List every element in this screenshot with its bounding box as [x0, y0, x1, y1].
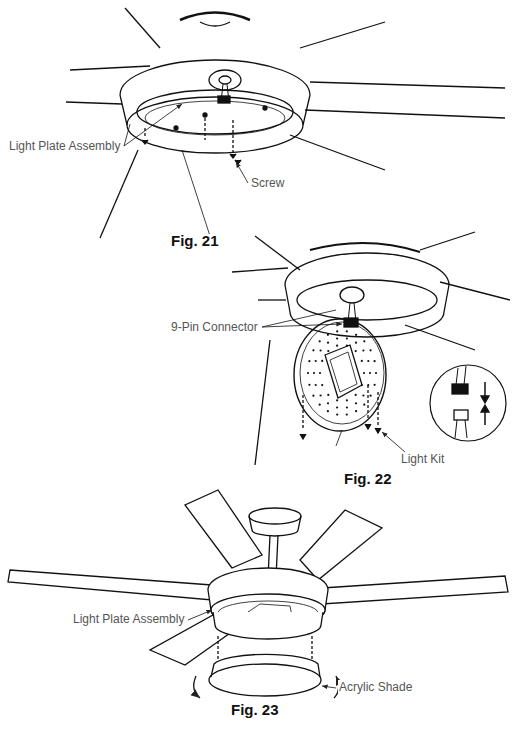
part-label: Light Kit [400, 452, 445, 466]
fig23-fan [8, 490, 508, 698]
part-label: Acrylic Shade [338, 680, 413, 694]
fig22-housing [232, 232, 510, 465]
part-label: 9-Pin Connector [170, 320, 259, 334]
fig21-housing [66, 8, 505, 238]
part-label: Light Plate Assembly [8, 139, 121, 153]
figure-caption: Fig. 23 [230, 703, 280, 717]
part-label: Light Plate Assembly [72, 612, 185, 626]
part-label: Screw [250, 176, 285, 190]
figure-caption: Fig. 22 [343, 472, 393, 486]
figure-caption: Fig. 21 [170, 234, 220, 248]
